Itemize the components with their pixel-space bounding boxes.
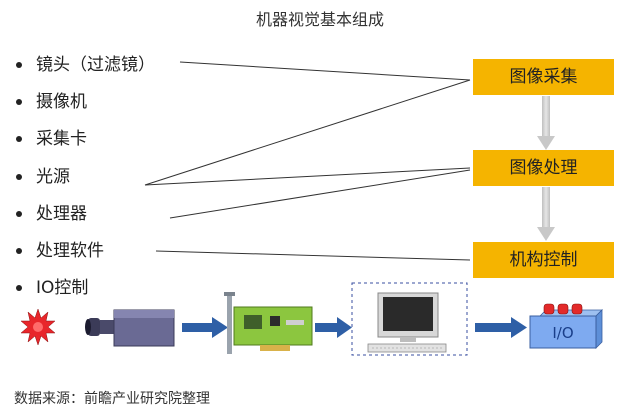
flow-arrow-computer-to-io [475,317,527,338]
computer-icon [351,282,468,356]
bullet-dot [16,248,22,254]
connector-capture-return [144,79,471,186]
source-note: 数据来源：前瞻产业研究院整理 [14,391,210,407]
flow-arrow-card-to-computer [315,317,352,338]
bullet-dot [16,136,22,142]
bullet-dot [16,174,22,180]
component-item-capture-card: 采集卡 [16,126,236,152]
connector-lens-to-capture [179,61,471,81]
io-module-icon: I/O [529,303,603,349]
light-source-icon [20,308,56,346]
flow-arrows [182,317,527,338]
connector-light-to-processing [144,167,471,186]
stage-mechanism-control: 机构控制 [473,242,614,278]
stage-down-arrow-2 [537,187,555,241]
stage-down-arrow-1 [537,96,555,150]
connector-lines [144,61,471,261]
connector-processor-to-processing [169,169,471,219]
connector-software-to-control [155,250,471,261]
flow-arrow-camera-to-card [182,317,228,338]
component-item-software: 处理软件 [16,238,236,264]
stage-image-acquisition: 图像采集 [473,59,614,95]
io-indicator-lights [543,303,583,315]
stage-image-processing: 图像处理 [473,150,614,186]
component-item-lens: 镜头（过滤镜） [16,52,236,78]
capture-card-icon [224,292,313,354]
diagram-title: 机器视觉基本组成 [255,10,384,29]
bullet-dot [16,285,22,291]
component-item-camera: 摄像机 [16,89,236,115]
component-item-processor: 处理器 [16,201,236,227]
component-item-io-control: IO控制 [16,275,236,301]
component-item-light-source: 光源 [16,164,236,190]
camera-icon [85,309,175,347]
bullet-dot [16,211,22,217]
computer-dashed-frame [351,282,468,356]
bullet-dot [16,99,22,105]
io-label: I/O [552,324,573,342]
bullet-dot [16,62,22,68]
